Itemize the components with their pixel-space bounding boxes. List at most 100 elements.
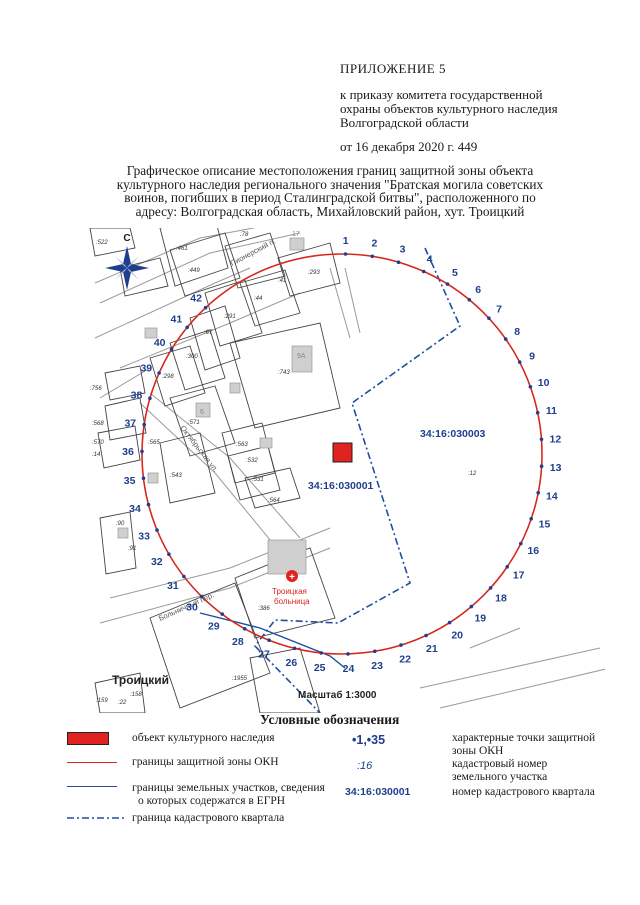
parcel-label: :67	[204, 330, 213, 336]
parcel-label: :44	[254, 296, 263, 302]
zone-point-label: 15	[539, 518, 551, 530]
zone-point-marker	[140, 449, 144, 454]
street-label: Пионерский п.	[229, 236, 277, 267]
zone-point-marker	[445, 282, 450, 286]
zone-point-marker	[155, 528, 159, 532]
parcel-label: :22	[118, 700, 127, 706]
order-line: Волгоградской области	[340, 115, 469, 130]
zone-point-label: 13	[550, 462, 562, 474]
legend-line: земельного участка	[452, 771, 548, 783]
zone-point-marker	[182, 574, 186, 579]
parcel-label: :756	[90, 386, 102, 392]
zone-point-label: 10	[538, 377, 550, 389]
zone-point-marker	[539, 464, 544, 468]
zone-point-label: 22	[399, 654, 411, 666]
parcel-label: :386	[258, 606, 270, 612]
legend-title: Условные обозначения	[260, 712, 400, 727]
description-line: адресу: Волгоградская область, Михайловс…	[135, 203, 525, 219]
parcel-label: :159	[96, 698, 108, 704]
village-label: Троицкий	[112, 673, 169, 687]
zone-point-label: 40	[154, 337, 166, 349]
legend-line: кадастровый номер	[452, 758, 548, 770]
zone-point-marker	[505, 565, 510, 569]
zone-point-marker	[148, 396, 152, 401]
zone-point-label: 25	[314, 662, 326, 674]
description-line: культурного наследия регионального значе…	[116, 176, 544, 192]
parcel-label: :90	[116, 521, 125, 527]
zone-point-label: 17	[513, 570, 525, 582]
zone-point-label: 5	[452, 267, 458, 279]
zone-point-marker	[319, 651, 324, 655]
legend-points-sample: •1,•35	[352, 733, 386, 747]
zone-point-label: 12	[550, 433, 562, 445]
zone-point-label: 24	[343, 663, 355, 675]
parcel-label: :293	[308, 270, 320, 276]
order-line: охраны объектов культурного наследия	[340, 101, 558, 116]
cadastral-quarter-boundary	[253, 247, 461, 713]
parcel-label: :461	[176, 246, 188, 252]
parcel-boundaries	[89, 228, 341, 713]
parcel-label: :91	[128, 546, 136, 552]
legend-line: о которых содержатся в ЕГРН	[138, 795, 286, 807]
zone-point-label: 19	[474, 612, 486, 624]
zone-point-marker	[220, 612, 224, 616]
hospital-label: больница	[274, 597, 310, 606]
parcel-label: :543	[170, 473, 182, 479]
zone-point-marker	[528, 385, 533, 389]
zone-point-label: 39	[140, 362, 152, 374]
legend-line: зоны ОКН	[452, 745, 504, 757]
zone-point-label: 31	[167, 580, 179, 592]
parcel-label: :565	[148, 440, 160, 446]
zone-point-label: 38	[131, 389, 143, 401]
legend-quarter-number-sample: 34:16:030001	[345, 786, 411, 798]
parcel-label: :298	[162, 374, 174, 380]
zone-point-marker	[146, 502, 151, 507]
zone-point-marker	[421, 269, 426, 274]
zone-point-label: 28	[232, 636, 244, 648]
zone-point-label: 20	[451, 629, 463, 641]
zone-point-marker	[157, 371, 161, 375]
zone-point-label: 18	[495, 592, 507, 604]
parcel-label: :14	[92, 452, 101, 458]
protection-zone-boundary	[141, 253, 543, 655]
zone-point-label: 11	[546, 405, 557, 417]
building-number: 17	[292, 231, 300, 238]
zone-point-label: 42	[190, 293, 202, 305]
parcel-labels: :522 :461 :449 :78 :293 :41 :44 :291 :67…	[90, 232, 477, 706]
parcel-label: :532	[246, 458, 258, 464]
zone-point-label: 16	[527, 545, 539, 557]
legend-line: характерные точки защитной	[452, 732, 596, 744]
legend-parcel-line-symbol	[67, 786, 117, 787]
hospital-label: Троицкая	[272, 587, 307, 596]
building-number: 9А	[297, 353, 306, 360]
header-title: ПРИЛОЖЕНИЕ 5	[340, 61, 446, 76]
zone-point-marker	[469, 604, 474, 609]
zone-point-marker	[200, 594, 204, 599]
zone-point-label: 37	[124, 418, 136, 430]
zone-point-marker	[535, 410, 540, 415]
zone-point-marker	[370, 254, 375, 259]
legend-item-label: характерные точки защитной зоны ОКН	[452, 732, 595, 758]
hospital-cross: +	[289, 572, 295, 583]
parcel-label: :564	[268, 498, 280, 504]
zone-point-label: 30	[186, 602, 198, 614]
zone-point-marker	[142, 422, 146, 427]
zone-point-label: 4	[427, 254, 433, 266]
parcel-label: :78	[240, 232, 249, 238]
scale-label: Масштаб 1:3000	[298, 689, 377, 701]
cadastral-quarter-label: 34:16:030003	[420, 428, 486, 440]
zone-point-label: 27	[258, 648, 270, 660]
zone-point-marker	[203, 305, 208, 310]
zone-point-label: 41	[171, 314, 183, 326]
zone-point-marker	[529, 517, 533, 521]
zone-point-label: 29	[208, 620, 220, 632]
zone-point-label: 33	[138, 530, 150, 542]
parcel-label: :1955	[232, 676, 248, 682]
parcel-label: :571	[188, 420, 200, 426]
zone-point-marker	[167, 552, 171, 556]
description-line: Графическое описание местоположения гран…	[126, 163, 534, 178]
description: Графическое описание местоположения гран…	[80, 164, 580, 218]
cadastral-map: + :522 :461 :449 :78 :293 :41 :44 :291 :…	[89, 228, 605, 713]
zone-point-label: 35	[124, 475, 136, 487]
zone-point-marker	[424, 633, 428, 638]
